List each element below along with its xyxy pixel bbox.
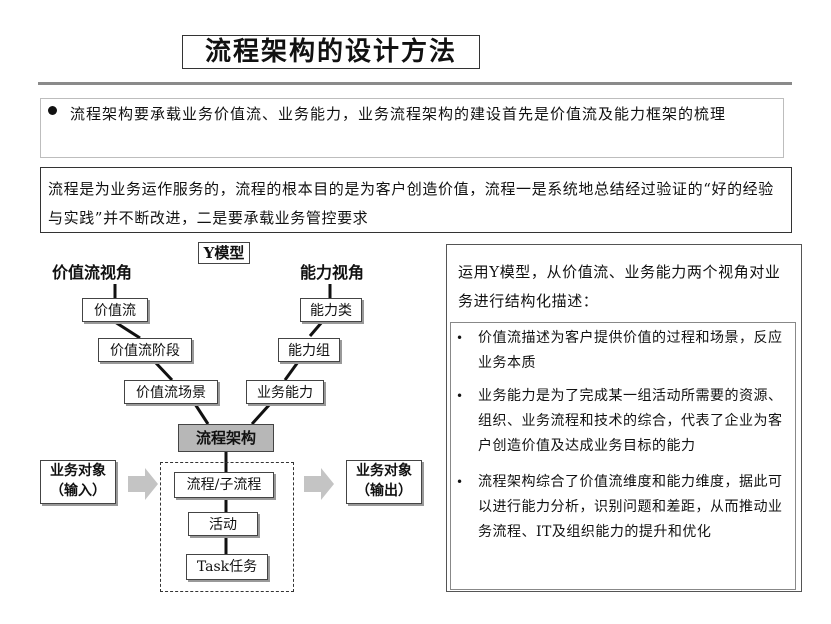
bullet-icon: •	[456, 389, 464, 403]
explanation-item: • 流程架构综合了价值流维度和能力维度，据此可以进行能力分析，识别问题和差距，从…	[456, 470, 792, 545]
key-point-text: 流程架构要承载业务价值流、业务能力，业务流程架构的建设首先是价值流及能力框架的梳…	[70, 105, 727, 123]
page-title: 流程架构的设计方法	[182, 35, 480, 69]
key-point-box	[40, 98, 784, 158]
bullet-icon: •	[456, 331, 464, 345]
value-stream-heading: 价值流视角	[52, 263, 133, 282]
bullet-dot-icon	[48, 106, 57, 115]
explanation-item-text: 流程架构综合了价值流维度和能力维度，据此可以进行能力分析，识别问题和差距，从而推…	[478, 474, 783, 540]
value-stream-scenario-box: 价值流场景	[124, 380, 218, 404]
task-box: Task任务	[186, 554, 268, 580]
business-capability-box: 业务能力	[246, 380, 324, 404]
output-object-box: 业务对象 （输出）	[346, 460, 422, 504]
capability-heading: 能力视角	[300, 263, 365, 282]
explanation-intro: 运用Y模型，从价值流、业务能力两个视角对业务进行结构化描述：	[458, 263, 781, 310]
activity-box: 活动	[188, 512, 258, 536]
explanation-item: • 价值流描述为客户提供价值的过程和场景，反应业务本质	[456, 326, 792, 376]
explanation-item-text: 价值流描述为客户提供价值的过程和场景，反应业务本质	[478, 330, 783, 371]
process-architecture-box: 流程架构	[178, 424, 274, 452]
explanation-item-text: 业务能力是为了完成某一组活动所需要的资源、组织、业务流程和技术的综合，代表了企业…	[478, 388, 783, 454]
input-object-subtitle: （输入）	[50, 483, 106, 499]
input-object-title: 业务对象	[50, 463, 106, 479]
title-divider	[38, 82, 792, 85]
output-arrow-icon	[304, 468, 334, 500]
process-hierarchy-group	[160, 462, 294, 592]
process-subprocess-box: 流程/子流程	[174, 472, 274, 498]
definition-box	[40, 167, 792, 233]
capability-group-box: 能力组	[278, 338, 340, 362]
output-object-title: 业务对象	[356, 463, 412, 479]
input-object-box: 业务对象 （输入）	[40, 460, 116, 504]
output-object-subtitle: （输出）	[356, 483, 412, 499]
definition-text: 流程是为业务运作服务的，流程的根本目的是为客户创造价值，流程一是系统地总结经过验…	[48, 180, 774, 227]
y-model-label: Y模型	[198, 242, 250, 264]
explanation-list-box	[450, 322, 796, 590]
explanation-panel	[446, 244, 802, 592]
value-stream-stage-box: 价值流阶段	[98, 338, 192, 362]
bullet-icon: •	[456, 475, 464, 489]
explanation-item: • 业务能力是为了完成某一组活动所需要的资源、组织、业务流程和技术的综合，代表了…	[456, 384, 792, 459]
capability-class-box: 能力类	[300, 298, 362, 322]
input-arrow-icon	[128, 468, 158, 500]
value-stream-box: 价值流	[82, 298, 148, 322]
